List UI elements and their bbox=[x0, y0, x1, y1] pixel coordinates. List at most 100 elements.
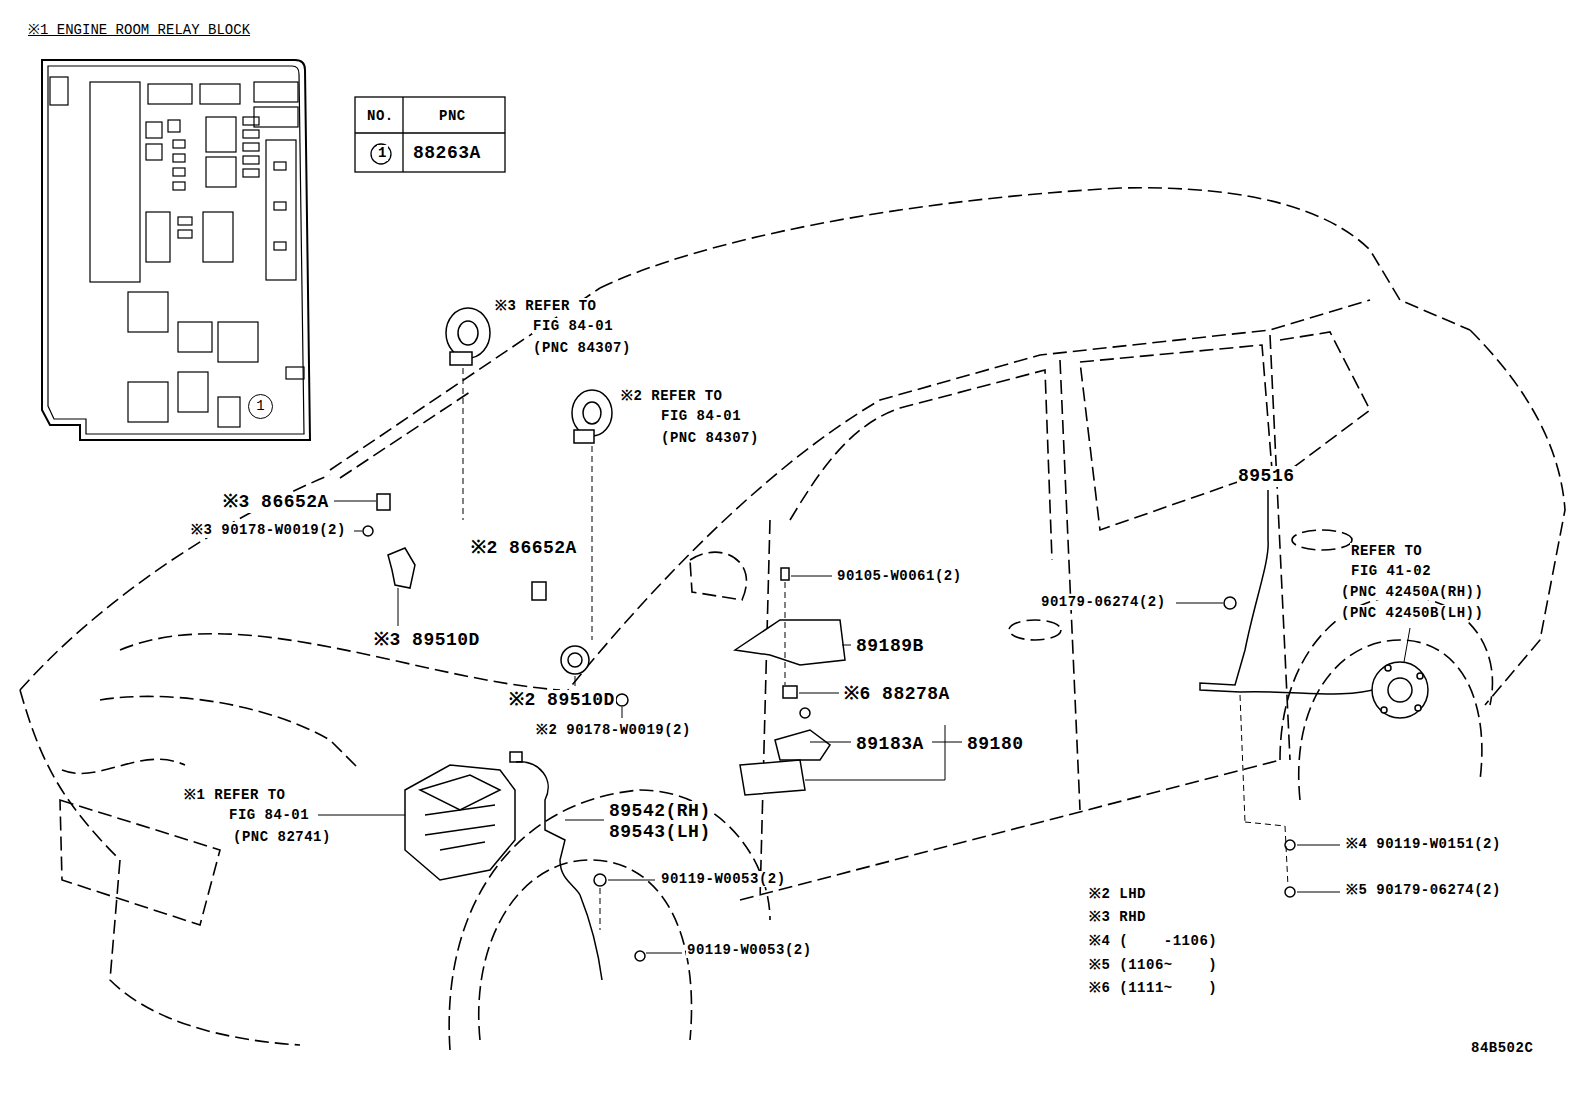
car-outline-item bbox=[120, 634, 560, 690]
part-drawings-item bbox=[420, 775, 500, 810]
relay-block-inner bbox=[48, 66, 304, 434]
callout-text: ※4 90119-W0151(2) bbox=[1345, 836, 1502, 852]
callout-text: (PNC 84307) bbox=[532, 340, 632, 356]
relay-slot bbox=[178, 230, 192, 238]
callout-text: 84B502C bbox=[1470, 1040, 1534, 1056]
part-drawings-item bbox=[1381, 707, 1387, 713]
relay-slot bbox=[178, 322, 212, 352]
dashed-leaders bbox=[463, 368, 1288, 930]
leader-lines-item bbox=[646, 953, 682, 954]
relay-slot bbox=[243, 156, 259, 164]
part-drawings-item bbox=[1415, 705, 1421, 711]
part-drawings-item bbox=[405, 765, 515, 880]
part-drawings-item bbox=[775, 730, 830, 760]
part-drawings-item bbox=[516, 762, 580, 895]
relay-block-outline bbox=[42, 60, 310, 440]
part-drawings-item bbox=[800, 708, 810, 718]
car-outline-item bbox=[330, 288, 600, 470]
part-drawings-item bbox=[1285, 887, 1295, 897]
pnc-table-item bbox=[371, 144, 391, 164]
callout-text: ※3 RHD bbox=[1088, 909, 1147, 925]
dashed-leaders-item bbox=[1245, 822, 1285, 826]
leader-lines-item bbox=[622, 707, 623, 718]
relay-slot bbox=[178, 372, 208, 412]
callout-text: ※2 90178-W0019(2) bbox=[535, 722, 692, 738]
part-drawings-item bbox=[594, 874, 606, 886]
relay-slot bbox=[173, 168, 185, 176]
callout-text: 90105-W0061(2) bbox=[836, 568, 963, 584]
part-number: ※3 86652A bbox=[222, 492, 330, 513]
leader-lines-item bbox=[318, 815, 405, 816]
leader-lines-item bbox=[945, 725, 946, 780]
relay-slot bbox=[274, 242, 286, 250]
part-drawings-item bbox=[1385, 665, 1391, 671]
pnc-table-item bbox=[402, 97, 403, 172]
part-number: 89542(RH) bbox=[608, 801, 712, 822]
dashed-leaders-item bbox=[1240, 695, 1245, 822]
dashed-leaders-item bbox=[592, 446, 593, 640]
relay-slot bbox=[254, 82, 298, 102]
callout-text: ※2 LHD bbox=[1088, 886, 1147, 902]
relay-slot bbox=[243, 130, 259, 138]
callout-text: FIG 84-01 bbox=[532, 318, 614, 334]
callout-text: ※5 (1106~ ) bbox=[1088, 957, 1218, 973]
car-outline-item bbox=[1080, 345, 1272, 530]
relay-slot bbox=[266, 140, 296, 280]
callout-text: PNC bbox=[438, 108, 467, 124]
part-number: 89516 bbox=[1237, 466, 1296, 487]
callout-text: (PNC 84307) bbox=[660, 430, 760, 446]
part-drawings-item bbox=[363, 526, 373, 536]
relay-slot bbox=[200, 84, 240, 104]
callout-text: ※3 90178-W0019(2) bbox=[190, 522, 347, 538]
circled-number-text: 1 bbox=[256, 398, 264, 414]
relay-slot bbox=[286, 367, 304, 379]
car-outline-item bbox=[1470, 330, 1565, 705]
car-outline-item bbox=[790, 370, 1052, 560]
dashed-leaders-item bbox=[600, 888, 601, 930]
relay-slot bbox=[254, 107, 298, 127]
car-outline-item bbox=[340, 392, 470, 478]
relay-slot bbox=[128, 292, 168, 332]
leader-lines-item bbox=[565, 820, 604, 821]
callout-text: 90119-W0053(2) bbox=[686, 942, 813, 958]
part-drawings-item bbox=[568, 653, 582, 667]
part-number: ※2 86652A bbox=[470, 538, 578, 559]
relay-slot bbox=[243, 117, 259, 125]
relay-slot bbox=[50, 77, 68, 105]
relay-slot bbox=[128, 382, 168, 422]
circled-number: 1 bbox=[248, 394, 273, 419]
relay-slot bbox=[178, 217, 192, 225]
leader-lines-item bbox=[608, 880, 655, 881]
callout-text: NO. bbox=[366, 108, 395, 124]
relay-slot bbox=[243, 143, 259, 151]
car-outline-item bbox=[1270, 335, 1290, 760]
leader-lines-item bbox=[575, 676, 576, 686]
part-drawings-item bbox=[377, 494, 390, 510]
callout-text: ※5 90179-06274(2) bbox=[1345, 882, 1502, 898]
relay-slot bbox=[146, 212, 170, 262]
part-number: 89183A bbox=[855, 734, 925, 755]
relay-slot bbox=[90, 82, 140, 282]
leader-lines-item bbox=[1176, 603, 1223, 604]
car-outline-item bbox=[1060, 360, 1080, 810]
callout-text: FIG 84-01 bbox=[228, 807, 310, 823]
car-outline-item bbox=[690, 552, 746, 600]
relay-slot bbox=[173, 182, 185, 190]
car-outline-item bbox=[1292, 530, 1352, 550]
car-outline-item bbox=[62, 759, 185, 773]
car-outline-item bbox=[20, 475, 330, 690]
callout-text: 90179-06274(2) bbox=[1040, 594, 1167, 610]
part-drawings-item bbox=[635, 951, 645, 961]
relay-slot bbox=[243, 169, 259, 177]
leader-lines-item bbox=[398, 588, 399, 626]
callout-text: FIG 84-01 bbox=[660, 408, 742, 424]
part-drawings-item bbox=[1224, 597, 1236, 609]
car-outline-item bbox=[560, 300, 1370, 700]
relay-slot bbox=[274, 202, 286, 210]
relay-slot bbox=[203, 212, 233, 262]
leader-lines-item bbox=[334, 501, 376, 502]
callout-text: ※2 REFER TO bbox=[620, 388, 724, 404]
leader-lines-item bbox=[791, 576, 832, 577]
